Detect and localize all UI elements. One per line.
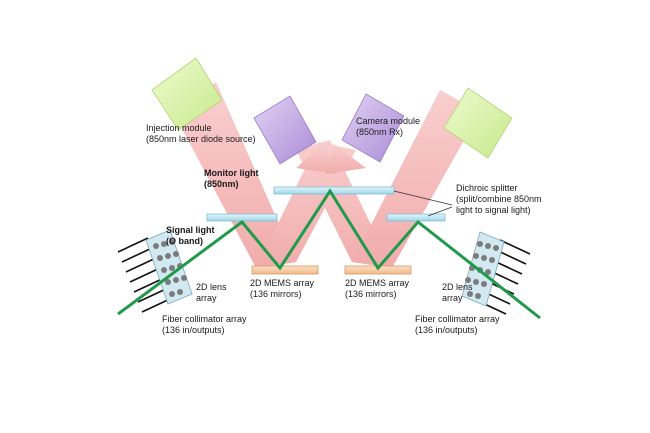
monitor-light-beams <box>172 82 480 268</box>
camera-module-right <box>341 93 405 163</box>
mems-array-right-label: 2D MEMS array (136 mirrors) <box>345 278 412 299</box>
dichroic-splitter-label: Dichroic splitter (split/combine 850nm l… <box>456 183 544 215</box>
monitor-beam-left-outer <box>172 82 296 268</box>
mems-array-left <box>251 265 319 275</box>
signal-light-path <box>117 188 541 320</box>
injection-module-label: Injection module (850nm laser diode sour… <box>146 123 256 144</box>
lens-array-left <box>145 229 193 305</box>
fiber-collimator-right-label: Fiber collimator array (136 in/outputs) <box>415 314 502 335</box>
mems-array-left-label: 2D MEMS array (136 mirrors) <box>250 278 317 299</box>
lens-array-right-label: 2D lens array <box>442 282 475 303</box>
monitor-arrow-left <box>296 144 336 174</box>
monitor-beam-right-outer <box>352 90 480 268</box>
injection-module-left <box>151 57 223 131</box>
injection-module-right <box>443 87 513 159</box>
dichroic-splitter-top <box>273 186 395 195</box>
monitor-light-label: Monitor light (850nm) <box>204 168 261 189</box>
dichroic-splitter-left <box>206 213 278 222</box>
monitor-arrow-right <box>326 144 366 174</box>
dichroic-leader-top <box>393 190 453 206</box>
camera-module-label: Camera module (850nm Rx) <box>356 116 423 137</box>
signal-light-label: Signal light (O band) <box>166 225 217 246</box>
lens-array-left-label: 2D lens array <box>196 282 229 303</box>
fiber-collimator-left-label: Fiber collimator array (136 in/outputs) <box>162 314 249 335</box>
camera-module-left <box>253 95 317 165</box>
dichroic-splitter-right <box>386 213 446 222</box>
lens-array-right <box>461 231 505 307</box>
dichroic-leader-right <box>427 206 453 217</box>
